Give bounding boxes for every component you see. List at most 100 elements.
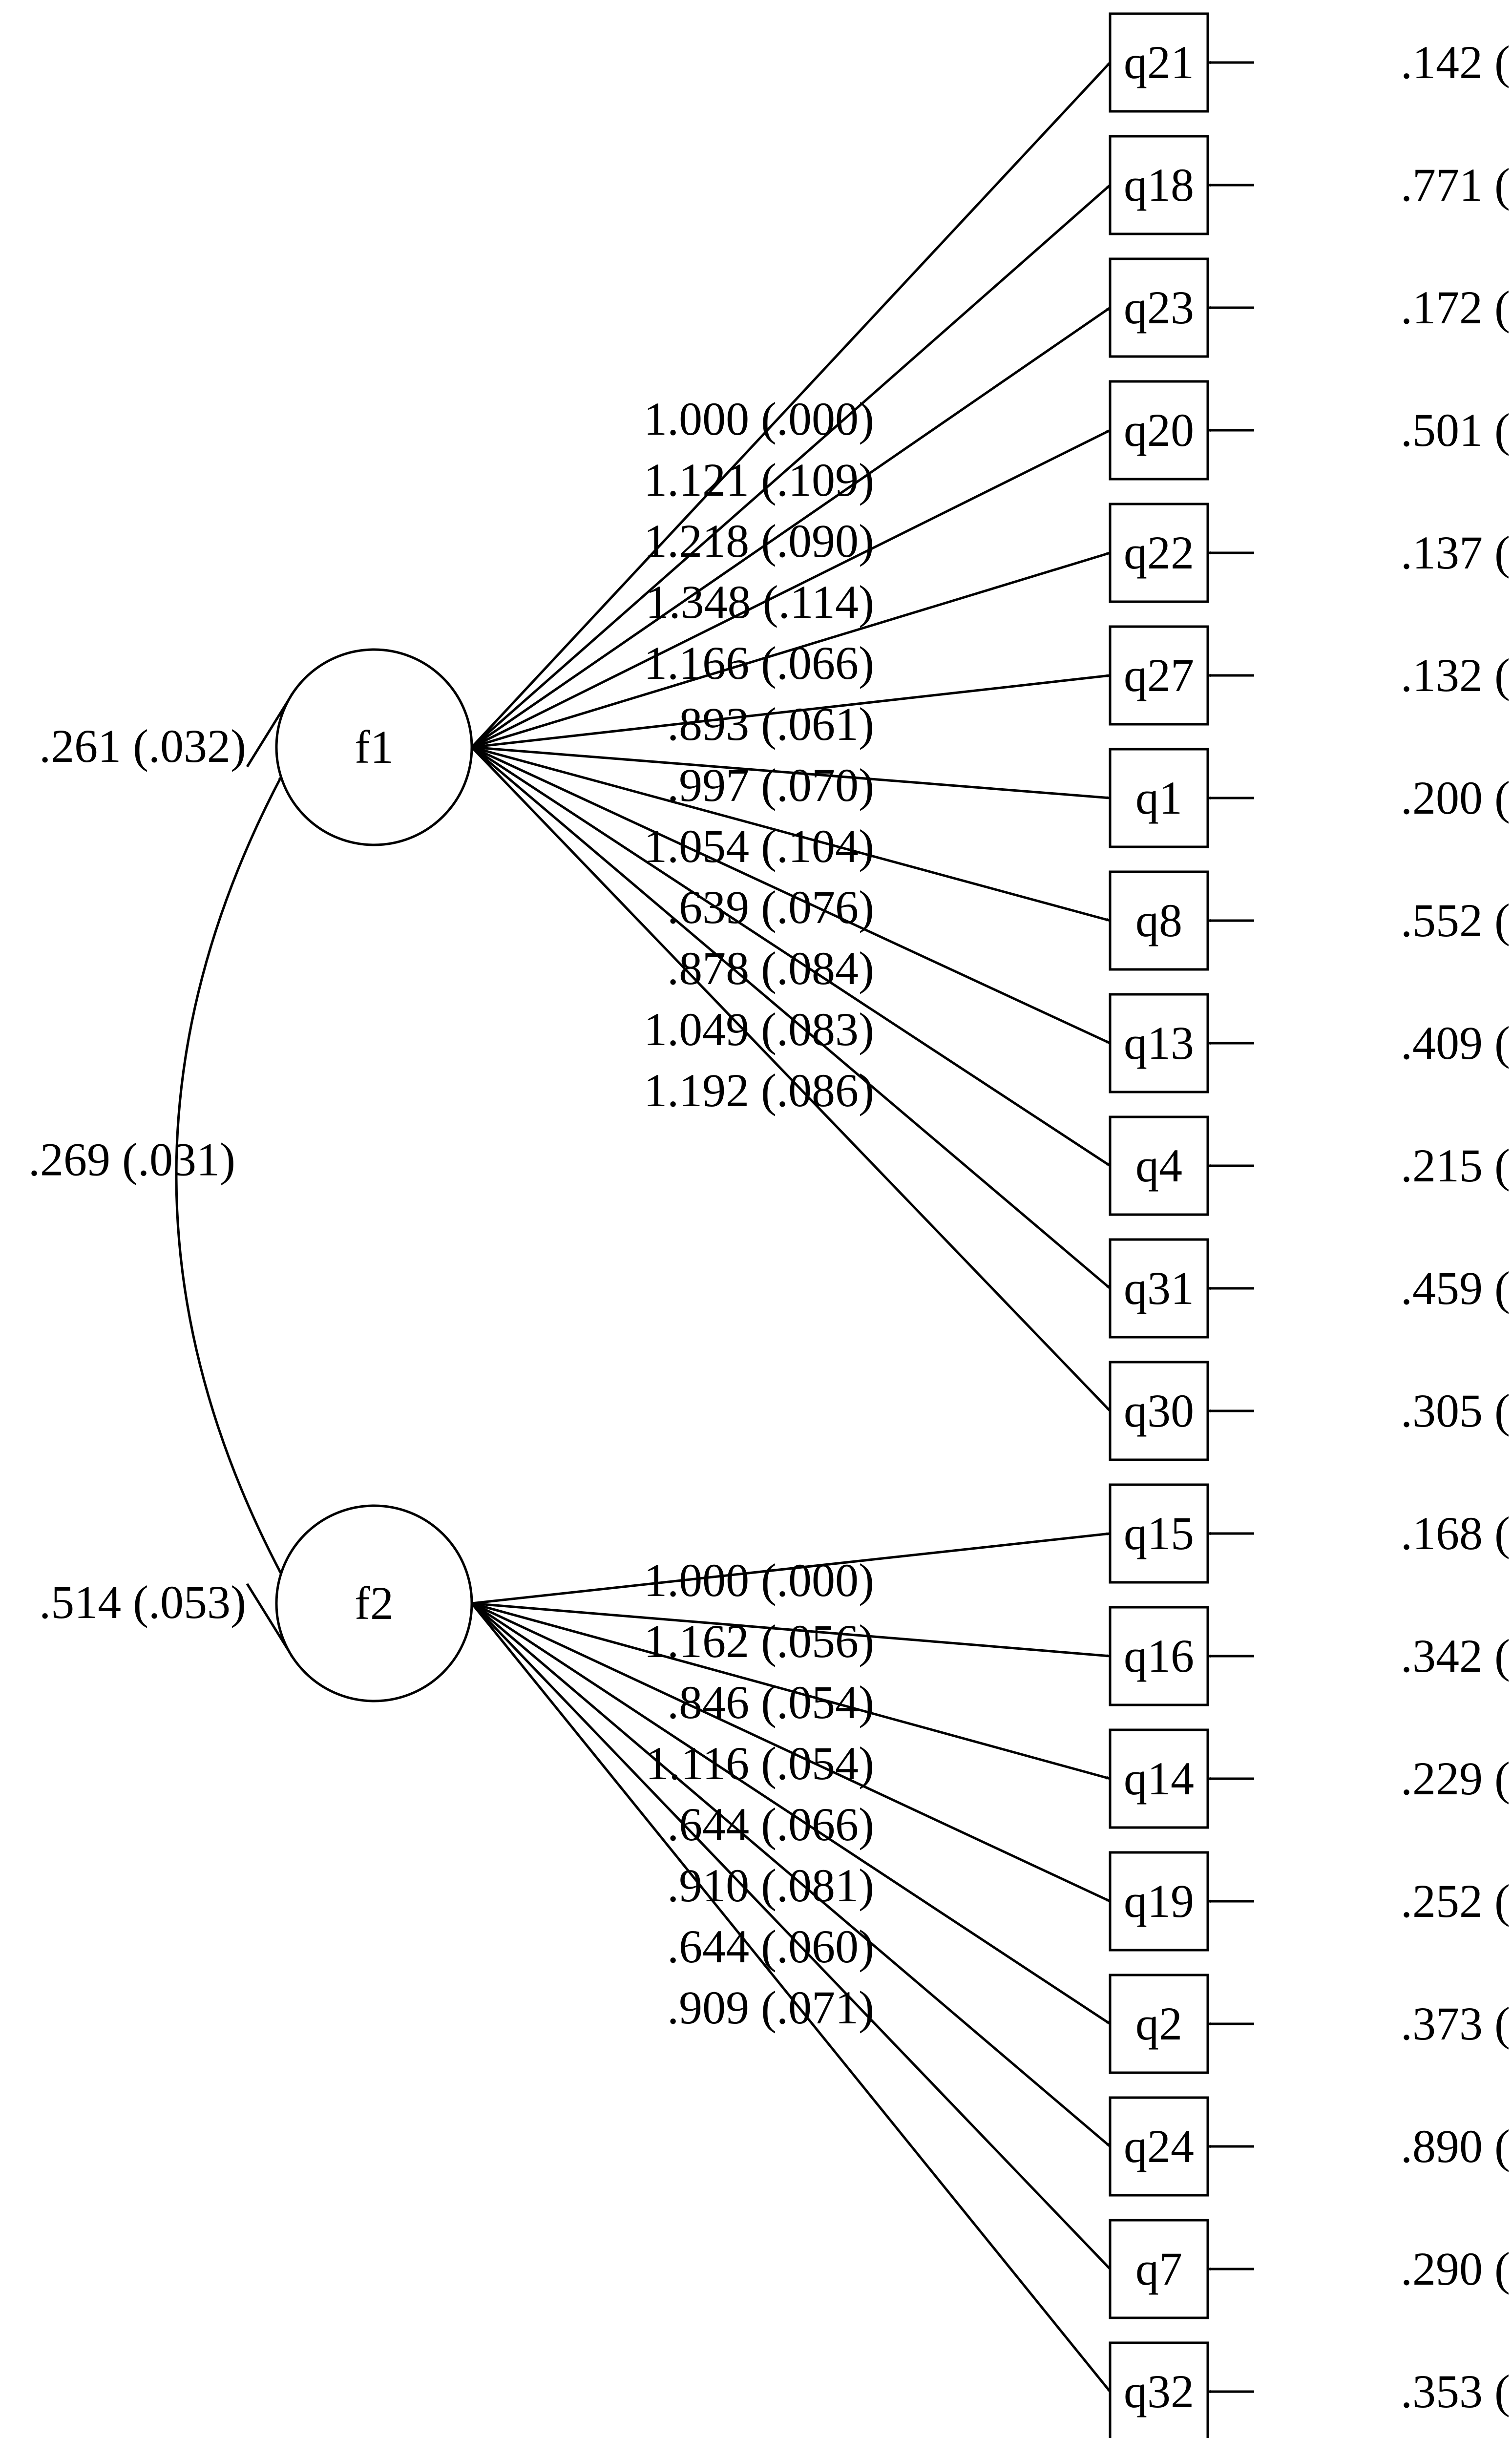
loading-label: 1.166 (.066) bbox=[644, 637, 874, 689]
residual-label: .771 (.069) bbox=[1401, 159, 1512, 211]
indicator-label: q13 bbox=[1124, 1017, 1194, 1069]
factor-node-f1 bbox=[275, 648, 473, 846]
indicator-box-q27 bbox=[1109, 625, 1209, 726]
indicator-label: q24 bbox=[1124, 2120, 1194, 2172]
residual-label: .373 (.076) bbox=[1401, 1997, 1512, 2050]
indicator-label: q23 bbox=[1124, 281, 1194, 334]
residual-label: .552 (.038) bbox=[1401, 894, 1512, 946]
loading-arrow bbox=[471, 746, 1111, 1045]
edges-layer bbox=[175, 61, 1254, 2394]
factor-variance-f1: .261 (.032) bbox=[39, 720, 246, 772]
indicator-label: q16 bbox=[1124, 1630, 1194, 1682]
loading-arrow bbox=[471, 1602, 1111, 1780]
loading-label: .893 (.061) bbox=[667, 698, 874, 750]
nodes-layer bbox=[275, 12, 1209, 2438]
loading-arrow bbox=[471, 1602, 1111, 2025]
loading-label: .910 (.081) bbox=[667, 1859, 874, 1912]
residual-label: .137 (.015) bbox=[1401, 526, 1512, 579]
loading-arrow bbox=[471, 1602, 1111, 1903]
indicator-box-q23 bbox=[1109, 257, 1209, 358]
residual-label: .168 (.018) bbox=[1401, 1507, 1512, 1559]
loading-label: .909 (.071) bbox=[667, 1981, 874, 2034]
residual-label: .342 (.050) bbox=[1401, 1630, 1512, 1682]
loading-arrow bbox=[471, 746, 1111, 799]
covariance-arc bbox=[175, 776, 283, 1575]
indicator-label: q22 bbox=[1124, 526, 1194, 579]
loading-arrow bbox=[471, 1602, 1111, 2393]
loading-arrow bbox=[471, 1532, 1111, 1605]
residual-label: .353 (.036) bbox=[1401, 2365, 1512, 2417]
loading-label: .846 (.054) bbox=[667, 1676, 874, 1728]
indicator-label: q20 bbox=[1124, 404, 1194, 456]
indicator-label: q30 bbox=[1124, 1385, 1194, 1437]
loading-arrow bbox=[471, 1602, 1111, 2270]
residual-label: .409 (.077) bbox=[1401, 1017, 1512, 1069]
indicator-label: q15 bbox=[1124, 1507, 1194, 1559]
loading-arrow bbox=[471, 746, 1111, 1167]
indicator-box-q14 bbox=[1109, 1728, 1209, 1829]
loading-arrow bbox=[471, 1602, 1111, 1658]
loading-arrow bbox=[471, 674, 1111, 749]
residual-label: .459 (.075) bbox=[1401, 1262, 1512, 1314]
loading-arrow bbox=[471, 551, 1111, 749]
loading-arrow bbox=[471, 1602, 1111, 2147]
indicator-label: q14 bbox=[1124, 1752, 1194, 1805]
factor-label-f1: f1 bbox=[355, 721, 394, 773]
indicator-label: q32 bbox=[1124, 2365, 1194, 2417]
loading-label: 1.000 (.000) bbox=[644, 1554, 874, 1606]
indicator-box-q32 bbox=[1109, 2341, 1209, 2438]
indicator-label: q27 bbox=[1124, 649, 1194, 701]
indicator-box-q31 bbox=[1109, 1238, 1209, 1339]
residual-label: .132 (.013) bbox=[1401, 649, 1512, 701]
indicator-box-q16 bbox=[1109, 1606, 1209, 1706]
loading-arrow bbox=[471, 746, 1111, 922]
loading-arrow bbox=[471, 184, 1111, 748]
indicator-label: q21 bbox=[1124, 36, 1194, 88]
factor-label-f2: f2 bbox=[355, 1577, 394, 1629]
residual-label: .229 (.029) bbox=[1401, 1752, 1512, 1805]
loading-label: 1.000 (.000) bbox=[644, 393, 874, 445]
loading-label: 1.116 (.054) bbox=[646, 1737, 874, 1789]
residual-label: .890 (.130) bbox=[1401, 2120, 1512, 2172]
loading-label: 1.162 (.056) bbox=[644, 1615, 874, 1667]
indicator-box-q22 bbox=[1109, 503, 1209, 603]
indicator-box-q2 bbox=[1109, 1974, 1209, 2074]
loading-label: .878 (.084) bbox=[667, 942, 874, 994]
indicator-box-q4 bbox=[1109, 1115, 1209, 1216]
indicator-label: q31 bbox=[1124, 1262, 1194, 1314]
covariance-label: .269 (.031) bbox=[28, 1134, 235, 1186]
indicator-label: q8 bbox=[1135, 894, 1182, 946]
residual-label: .215 (.023) bbox=[1401, 1139, 1512, 1192]
loading-label: 1.218 (.090) bbox=[644, 515, 874, 567]
loading-label: 1.192 (.086) bbox=[644, 1064, 874, 1116]
loading-label: 1.049 (.083) bbox=[644, 1003, 874, 1055]
indicator-box-q15 bbox=[1109, 1483, 1209, 1584]
indicator-label: q18 bbox=[1124, 159, 1194, 211]
residual-label: .252 (.025) bbox=[1401, 1875, 1512, 1927]
loading-arrow bbox=[471, 62, 1111, 748]
residual-label: .172 (.021) bbox=[1401, 281, 1512, 334]
loading-label: .644 (.060) bbox=[667, 1920, 874, 1973]
residual-label: .305 (.025) bbox=[1401, 1385, 1512, 1437]
loading-arrow bbox=[471, 746, 1111, 1412]
indicator-label: q7 bbox=[1135, 2243, 1182, 2295]
loading-label: 1.348 (.114) bbox=[646, 576, 874, 628]
indicator-box-q20 bbox=[1109, 380, 1209, 481]
indicator-box-q13 bbox=[1109, 993, 1209, 1093]
indicator-box-q8 bbox=[1109, 870, 1209, 971]
residual-label: .290 (.031) bbox=[1401, 2243, 1512, 2295]
loading-arrow bbox=[471, 429, 1111, 749]
factor-node-f2 bbox=[275, 1504, 473, 1702]
indicator-box-q7 bbox=[1109, 2219, 1209, 2319]
indicator-label: q4 bbox=[1135, 1139, 1182, 1192]
residual-label: .501 (.033) bbox=[1401, 404, 1512, 456]
indicator-label: q19 bbox=[1124, 1875, 1194, 1927]
indicator-box-q24 bbox=[1109, 2096, 1209, 2197]
indicator-box-q1 bbox=[1109, 748, 1209, 848]
indicator-box-q30 bbox=[1109, 1361, 1209, 1461]
loading-label: .639 (.076) bbox=[667, 881, 874, 933]
indicator-box-q18 bbox=[1109, 135, 1209, 235]
residual-label: .142 (.019) bbox=[1401, 36, 1512, 88]
loading-label: .997 (.070) bbox=[667, 759, 874, 811]
indicator-box-q21 bbox=[1109, 12, 1209, 113]
